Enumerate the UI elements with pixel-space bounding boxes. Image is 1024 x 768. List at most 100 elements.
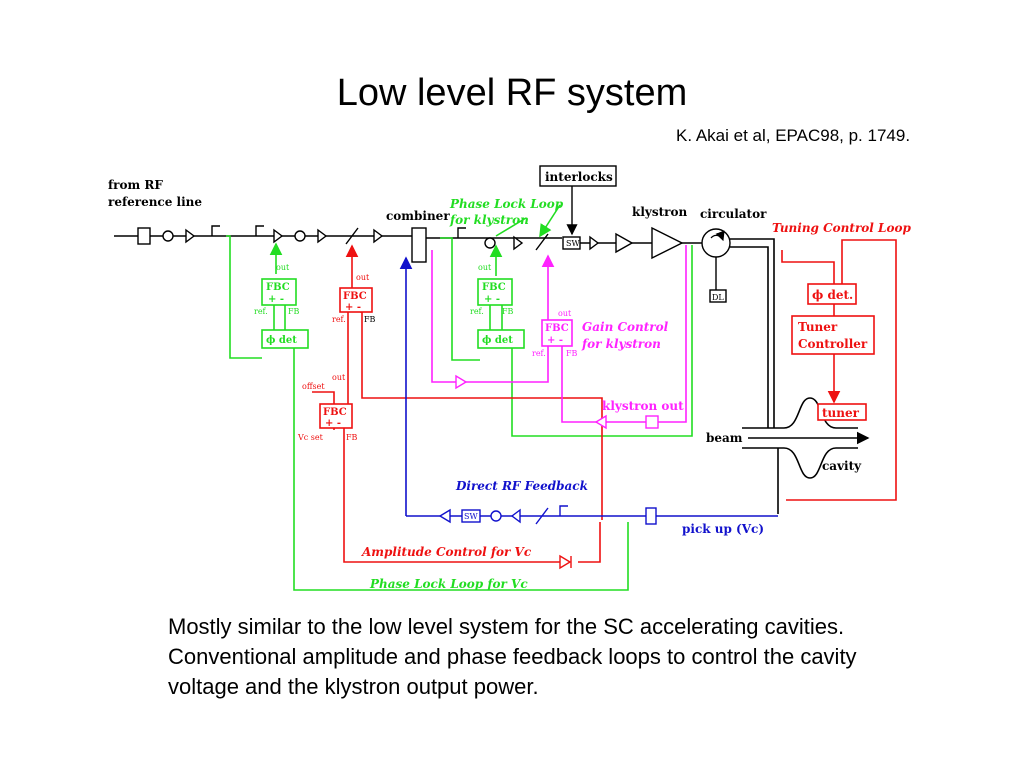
- phase-shifter-3: [484, 237, 496, 249]
- ref-label-green-1: ref.: [254, 307, 268, 316]
- fbc-label-green-2: FBC: [482, 282, 506, 293]
- beam-label: beam: [706, 431, 743, 445]
- ref-label-magenta: ref.: [532, 349, 546, 358]
- gain-control-label-1: Gain Control: [582, 320, 669, 334]
- fb-label-red-1: FB: [364, 315, 376, 324]
- amp-triangle-5: [513, 235, 524, 251]
- pll-klystron-label-2: for klystron: [449, 213, 529, 227]
- tuner-controller-label-2: Controller: [798, 337, 868, 351]
- interlocks-box: [539, 165, 617, 187]
- green-loop-vc: [226, 235, 629, 591]
- circulator-label: circulator: [700, 207, 767, 221]
- out-label-red-2: out: [332, 373, 346, 382]
- pll-klystron-label-1: Phase Lock Loop: [449, 197, 564, 211]
- amp-triangle-4: [373, 228, 384, 244]
- vc-set-label: Vc set: [297, 433, 324, 442]
- sw-box-1: [562, 236, 581, 250]
- offset-label: offset: [302, 382, 325, 391]
- fbc-box-green-1: [261, 278, 297, 306]
- tuner-controller-box: [791, 315, 875, 355]
- blue-attenuator: [535, 507, 549, 525]
- magenta-diode-2: [594, 414, 607, 430]
- fb-label-red-2: FB: [346, 433, 358, 442]
- magenta-diode-1: [455, 374, 468, 390]
- body-line-1: Mostly similar to the low level system f…: [168, 614, 845, 639]
- dummy-load-box: [709, 289, 727, 303]
- tuner-label: tuner: [822, 406, 860, 420]
- fb-label-magenta: FB: [566, 349, 578, 358]
- blue-amp-2: [510, 508, 521, 524]
- amp-triangle-2: [273, 228, 284, 244]
- phase-lock-vc-label: Phase Lock Loop for Vc: [369, 577, 528, 591]
- klystron-out-label: klystron out: [602, 399, 684, 413]
- fbc-label-red-1: FBC: [343, 291, 367, 302]
- sw-label-1: SW: [566, 239, 580, 248]
- pm-label-red-2: + -: [325, 418, 341, 429]
- dl-label: DL: [712, 293, 724, 302]
- phase-det-box-1: [261, 329, 309, 349]
- attenuator-box: [137, 227, 151, 245]
- out-label-green-2: out: [478, 263, 492, 272]
- fbc-label-green-1: FBC: [266, 282, 290, 293]
- blue-amp: [438, 508, 451, 524]
- direct-rf-feedback-label: Direct RF Feedback: [455, 479, 588, 493]
- combiner-label: combiner: [386, 209, 450, 223]
- fb-label-green-1: FB: [288, 307, 300, 316]
- amplitude-control-label: Amplitude Control for Vc: [361, 545, 532, 559]
- gain-control-label-2: for klystron: [581, 337, 661, 351]
- phase-shifter-2: [294, 230, 306, 242]
- from-rf-label: from RF: [108, 178, 163, 192]
- switch-1: [211, 225, 220, 236]
- pickup-coupler: [645, 507, 657, 525]
- klystron-label: klystron: [632, 205, 687, 219]
- interlocks-label: interlocks: [545, 170, 613, 184]
- switch-2: [255, 225, 264, 236]
- citation: K. Akai et al, EPAC98, p. 1749.: [676, 126, 911, 145]
- page-title: Low level RF system: [336, 72, 688, 114]
- waveguide: [730, 238, 775, 428]
- fbc-label-magenta: FBC: [545, 323, 569, 334]
- pm-label-magenta: + -: [547, 335, 563, 346]
- fbc-box-red-1: [339, 287, 373, 313]
- main-line-components: [137, 225, 731, 303]
- combiner-box: [411, 227, 427, 263]
- ref-label-red-1: ref.: [332, 315, 346, 324]
- out-label-magenta: out: [558, 309, 572, 318]
- blue-switch: [559, 505, 568, 516]
- body-line-2: Conventional amplitude and phase feedbac…: [168, 644, 857, 699]
- cavity-label: cavity: [822, 459, 862, 473]
- tuning-phase-det-label: ϕ det.: [812, 288, 853, 302]
- phase-shifter-1: [162, 230, 174, 242]
- tuner-controller-label-1: Tuner: [798, 320, 838, 334]
- variable-attenuator-2: [535, 233, 549, 251]
- phase-det-label-2: ϕ det: [482, 335, 513, 346]
- sw-label-2: SW: [464, 512, 478, 521]
- tuning-control-loop: [781, 239, 897, 501]
- variable-attenuator-1: [345, 227, 359, 245]
- magenta-gain-loop: [431, 245, 687, 423]
- amp-triangle-6: [589, 235, 600, 251]
- body-text: Mostly similar to the low level system f…: [168, 612, 888, 702]
- driver-amp: [615, 232, 634, 254]
- fbc-box-red-2: [319, 403, 353, 429]
- tuner-box: [817, 403, 867, 421]
- cavity-symbol: [742, 397, 870, 514]
- ref-label-green-2: ref.: [470, 307, 484, 316]
- switch-3: [457, 227, 466, 238]
- sw-box-2: [461, 509, 481, 523]
- reference-line-label: reference line: [108, 195, 202, 209]
- phase-det-box-2: [477, 329, 525, 349]
- klystron-symbol: [651, 226, 684, 260]
- blue-feedback-components: [438, 505, 657, 525]
- blue-phase-shifter: [490, 510, 502, 522]
- circulator-symbol: [701, 228, 731, 258]
- out-label-green-1: out: [276, 263, 290, 272]
- phase-det-label-1: ϕ det: [266, 335, 297, 346]
- fb-label-green-2: FB: [502, 307, 514, 316]
- tuning-phase-det-box: [807, 283, 857, 305]
- fbc-box-magenta: [541, 319, 573, 347]
- pm-label-green-1: + -: [268, 294, 284, 305]
- red-diode: [559, 554, 572, 570]
- tuning-control-loop-label: Tuning Control Loop: [772, 221, 911, 235]
